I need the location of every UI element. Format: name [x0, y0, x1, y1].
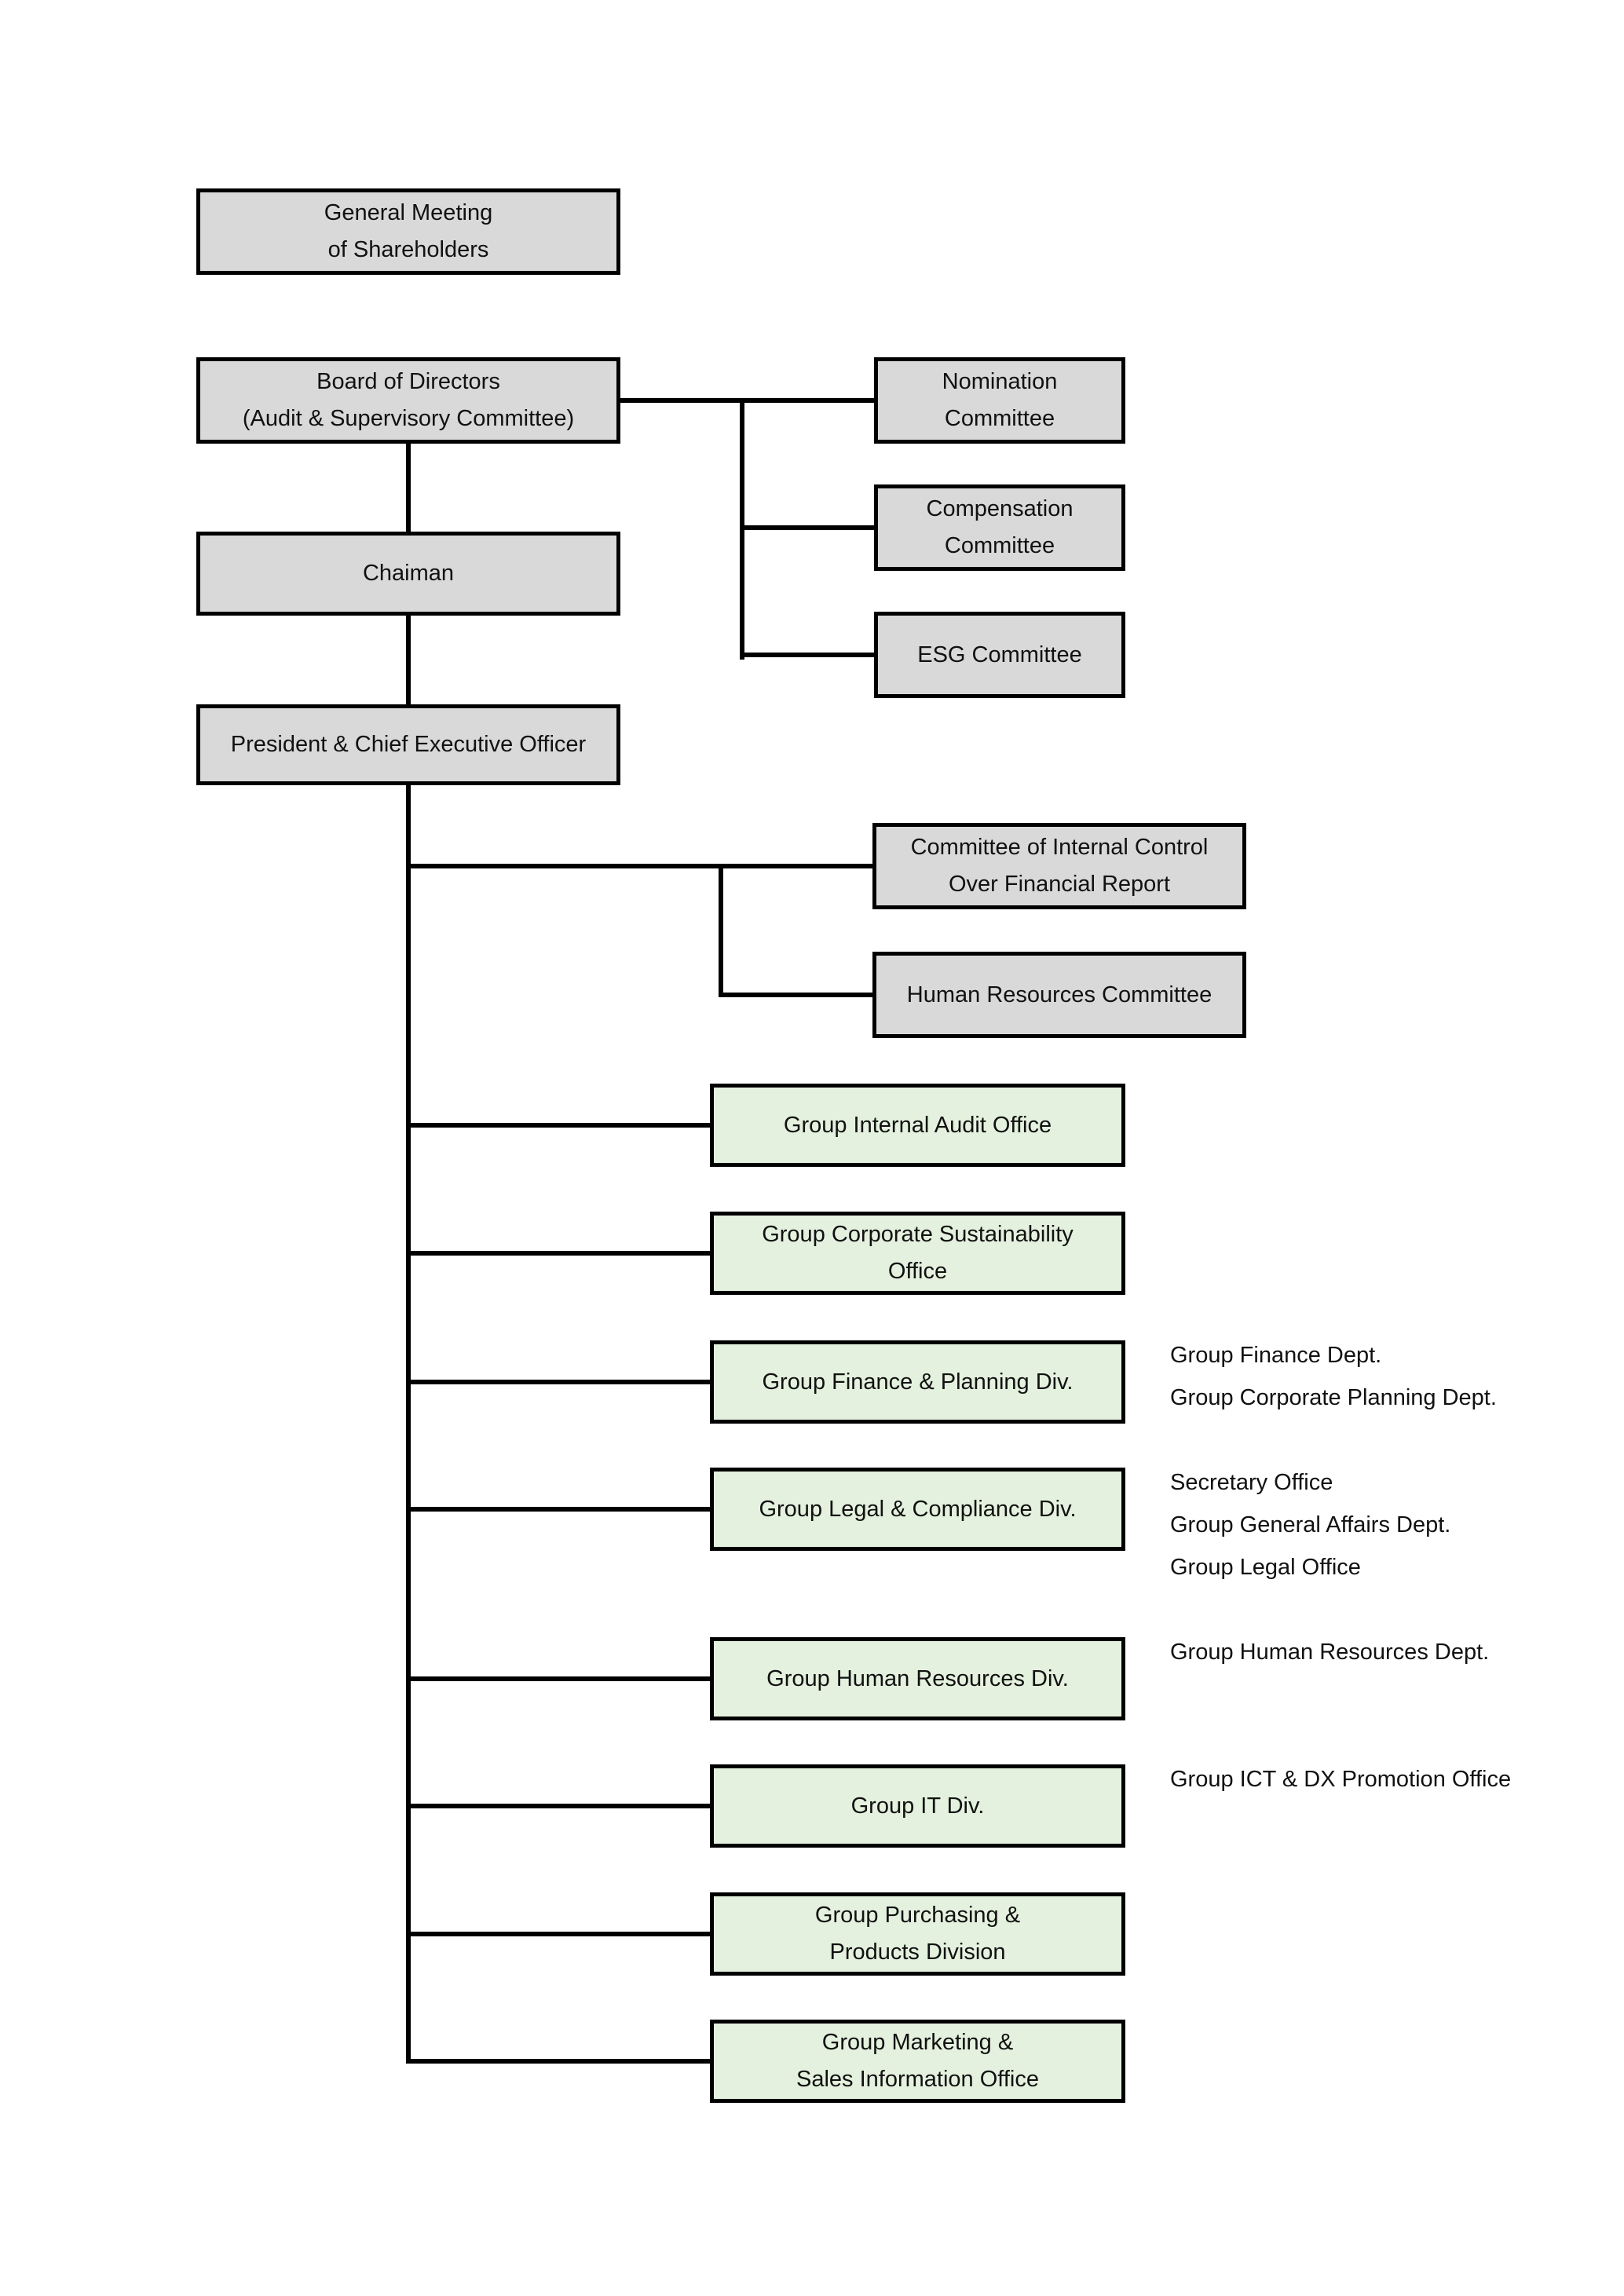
node-label: Human Resources Committee	[906, 982, 1213, 1007]
node-group-marketing-sales-information-office: Group Marketing & Sales Information Offi…	[710, 2020, 1125, 2103]
node-label: Office	[887, 1259, 948, 1284]
connector-hr-committee-branch-h	[719, 993, 872, 997]
connector-legal-branch-h	[406, 1507, 710, 1512]
node-group-legal-compliance-div: Group Legal & Compliance Div.	[710, 1468, 1125, 1551]
node-label: Group Finance & Planning Div.	[762, 1369, 1074, 1395]
node-label: Group Internal Audit Office	[783, 1112, 1052, 1138]
connector-internal-control-branch-h	[406, 864, 872, 868]
node-label: Group Corporate Sustainability	[762, 1222, 1074, 1247]
annotation-line: Group General Affairs Dept.	[1170, 1512, 1451, 1537]
connector-board-committees-h	[620, 398, 874, 403]
node-label: Committee	[944, 533, 1055, 558]
node-label: Group Human Resources Div.	[766, 1665, 1069, 1691]
node-human-resources-committee: Human Resources Committee	[872, 952, 1246, 1038]
annotation-group-finance: Group Finance Dept. Group Corporate Plan…	[1170, 1334, 1497, 1419]
node-label: ESG Committee	[917, 642, 1082, 667]
node-group-human-resources-div: Group Human Resources Div.	[710, 1637, 1125, 1720]
connector-marketing-branch-h	[406, 2059, 710, 2064]
node-label: Chaiman	[362, 561, 455, 586]
node-group-it-div: Group IT Div.	[710, 1764, 1125, 1848]
connector-internal-audit-branch-h	[406, 1123, 710, 1128]
annotation-line: Secretary Office	[1170, 1470, 1333, 1495]
connector-president-trunk-v	[406, 785, 411, 2064]
node-esg-committee: ESG Committee	[874, 612, 1125, 698]
node-label: Committee	[944, 406, 1055, 431]
node-group-corporate-sustainability-office: Group Corporate Sustainability Office	[710, 1212, 1125, 1295]
node-label: Nomination	[942, 369, 1058, 394]
node-label: Committee of Internal Control	[910, 835, 1209, 860]
node-label: Group Marketing &	[821, 2030, 1014, 2055]
node-label: of Shareholders	[327, 237, 489, 262]
annotation-group-legal: Secretary Office Group General Affairs D…	[1170, 1461, 1450, 1589]
node-label: Over Financial Report	[948, 872, 1171, 897]
connector-finance-branch-h	[406, 1380, 710, 1384]
node-group-internal-audit-office: Group Internal Audit Office	[710, 1084, 1125, 1167]
connector-esg-branch-h	[740, 653, 874, 657]
connector-compensation-branch-h	[740, 525, 874, 530]
annotation-line: Group Finance Dept.	[1170, 1343, 1382, 1368]
annotation-line: Group Corporate Planning Dept.	[1170, 1385, 1497, 1410]
connector-board-chairman-v	[406, 444, 411, 532]
connector-purchasing-branch-h	[406, 1932, 710, 1936]
node-president-ceo: President & Chief Executive Officer	[196, 704, 620, 785]
node-label: Group Legal & Compliance Div.	[759, 1496, 1077, 1522]
node-label: (Audit & Supervisory Committee)	[242, 406, 575, 431]
connector-chairman-president-v	[406, 616, 411, 704]
node-chairman: Chaiman	[196, 532, 620, 616]
annotation-line: Group Human Resources Dept.	[1170, 1640, 1490, 1665]
node-label: Group Purchasing &	[814, 1903, 1021, 1928]
node-label: General Meeting	[324, 200, 493, 225]
node-internal-control-committee: Committee of Internal Control Over Finan…	[872, 823, 1246, 909]
node-label: Products Division	[829, 1940, 1006, 1965]
connector-it-branch-h	[406, 1804, 710, 1808]
connector-committee-subtrunk-v	[719, 864, 723, 997]
node-compensation-committee: Compensation Committee	[874, 484, 1125, 571]
annotation-line: Group Legal Office	[1170, 1555, 1361, 1580]
annotation-group-human-resources: Group Human Resources Dept.	[1170, 1631, 1489, 1673]
node-nomination-committee: Nomination Committee	[874, 357, 1125, 444]
annotation-line: Group ICT & DX Promotion Office	[1170, 1767, 1512, 1792]
connector-sustainability-branch-h	[406, 1251, 710, 1256]
node-label: President & Chief Executive Officer	[230, 732, 587, 757]
node-label: Board of Directors	[316, 369, 500, 394]
node-label: Compensation	[926, 496, 1074, 521]
annotation-group-it: Group ICT & DX Promotion Office	[1170, 1758, 1511, 1801]
node-general-meeting: General Meeting of Shareholders	[196, 188, 620, 275]
node-group-finance-planning-div: Group Finance & Planning Div.	[710, 1340, 1125, 1424]
node-label: Group IT Div.	[850, 1793, 985, 1819]
node-board-of-directors: Board of Directors (Audit & Supervisory …	[196, 357, 620, 444]
node-label: Sales Information Office	[796, 2067, 1039, 2092]
connector-human-resources-branch-h	[406, 1676, 710, 1681]
node-group-purchasing-products-division: Group Purchasing & Products Division	[710, 1892, 1125, 1976]
